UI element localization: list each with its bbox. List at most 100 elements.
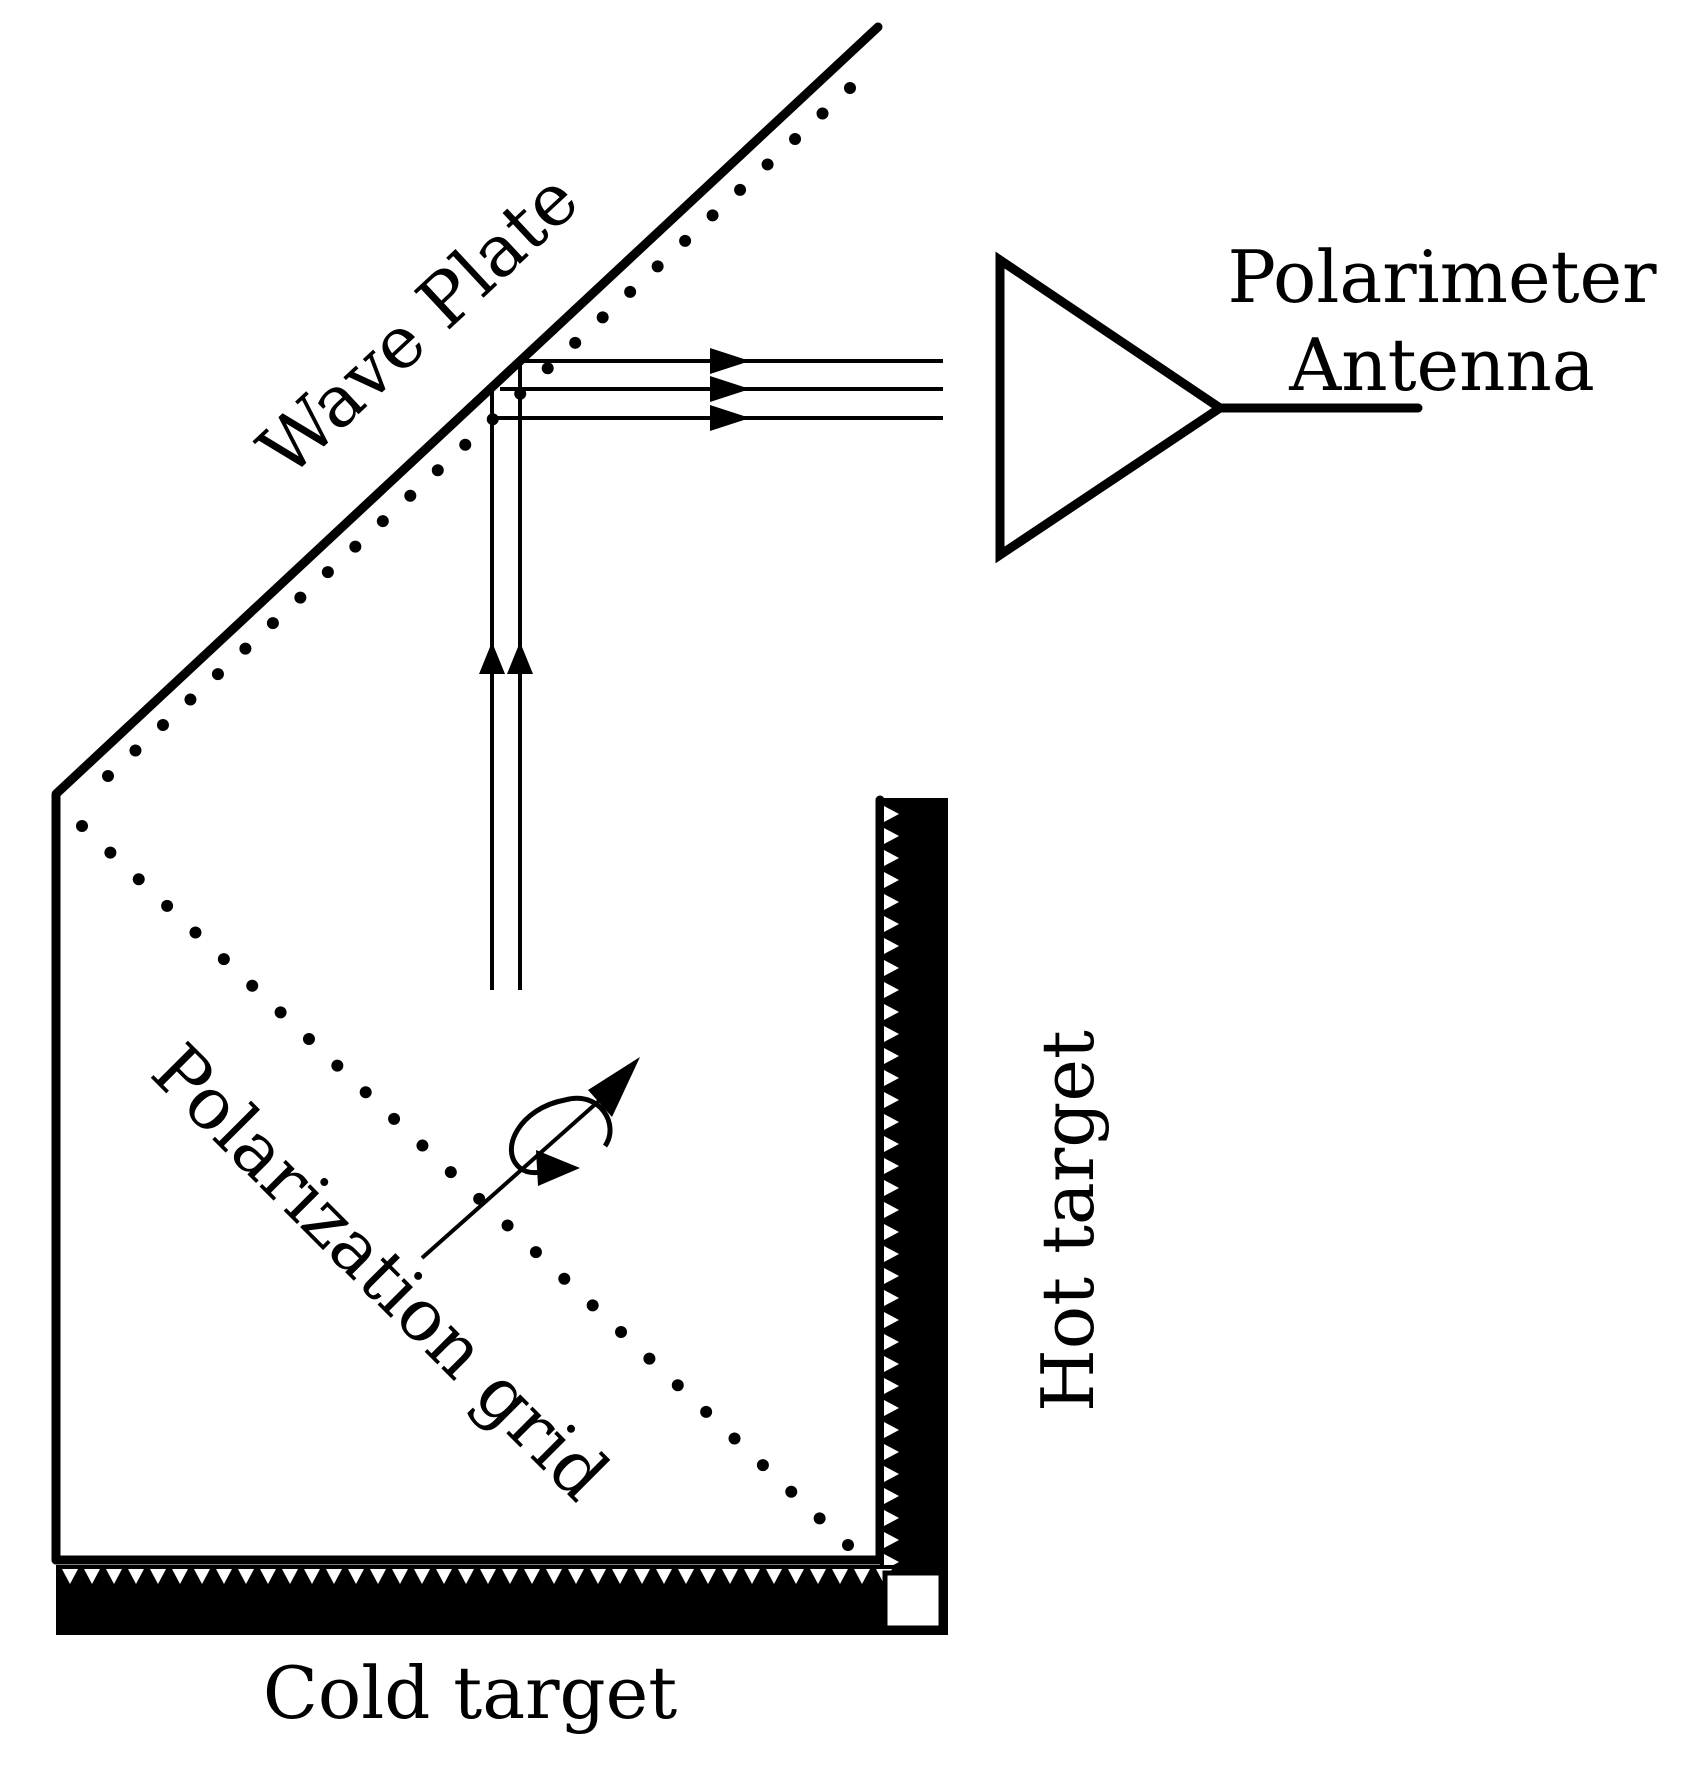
- hot-target-tooth: [884, 1136, 899, 1152]
- grid-dot: [586, 1299, 599, 1312]
- grid-dot: [274, 1006, 287, 1019]
- hot-target-tooth: [884, 1070, 899, 1086]
- beam-arrowheads: [479, 348, 750, 674]
- hot-target-tooth: [884, 872, 899, 888]
- wave-plate-dot: [156, 719, 169, 732]
- wave-plate-dot: [376, 515, 389, 528]
- cold-target-tooth: [524, 1569, 540, 1584]
- polarization-grid-dots: [76, 820, 854, 1551]
- hot-target-tooth: [884, 1312, 899, 1328]
- hot-target-tooth: [884, 894, 899, 910]
- rotation-arrow-icon: [420, 1057, 640, 1260]
- cold-target-tooth: [546, 1569, 562, 1584]
- cold-target-absorber: [56, 1565, 948, 1635]
- grid-dot: [501, 1219, 514, 1232]
- grid-dot: [558, 1272, 571, 1285]
- wave-plate-dot: [844, 82, 856, 94]
- cold-target-tooth: [634, 1569, 650, 1584]
- hot-target-tooth: [884, 1246, 899, 1262]
- arrow-right-icon: [710, 405, 750, 431]
- grid-dot: [132, 873, 145, 886]
- cold-target-tooth: [744, 1569, 760, 1584]
- hot-target-tooth: [884, 1158, 899, 1174]
- hot-target-tooth: [884, 982, 899, 998]
- cold-target-tooth: [656, 1569, 672, 1584]
- cold-target-tooth: [128, 1569, 144, 1584]
- grid-dot: [842, 1539, 854, 1551]
- cold-target-tooth: [84, 1569, 100, 1584]
- antenna-icon: [995, 251, 1423, 564]
- hot-target-tooth: [884, 828, 899, 844]
- hot-target-tooth: [884, 1400, 899, 1416]
- grid-dot: [359, 1086, 372, 1099]
- hot-target-tooth: [884, 1224, 899, 1240]
- cold-target-tooth: [238, 1569, 254, 1584]
- cold-target-tooth: [590, 1569, 606, 1584]
- beam-paths: [490, 359, 943, 990]
- cold-target-tooth: [502, 1569, 518, 1584]
- wave-plate-dot: [211, 668, 224, 681]
- grid-dot: [217, 953, 230, 966]
- arrow-up-icon: [507, 642, 533, 674]
- wave-plate-dot: [541, 362, 554, 375]
- hot-target-absorber: [880, 798, 948, 1573]
- wave-plate-dot: [459, 438, 472, 451]
- cold-target-tooth: [304, 1569, 320, 1584]
- cold-target-tooth: [62, 1569, 78, 1584]
- grid-dot: [388, 1112, 401, 1125]
- hot-target-tooth: [884, 1290, 899, 1306]
- grid-dot: [785, 1485, 798, 1498]
- cold-target-tooth: [722, 1569, 738, 1584]
- grid-dot: [473, 1192, 486, 1205]
- hot-target-tooth: [884, 1268, 899, 1284]
- wave-plate-dot: [349, 540, 362, 553]
- wave-plate-dot: [789, 132, 802, 145]
- grid-dot: [529, 1246, 542, 1259]
- hot-target-tooth: [884, 1048, 899, 1064]
- hot-target-tooth: [884, 1444, 899, 1460]
- cold-target-tooth: [700, 1569, 716, 1584]
- wave-plate-dot: [596, 311, 609, 324]
- hot-target-tooth: [884, 1510, 899, 1526]
- grid-dot: [246, 979, 259, 992]
- cold-target-tooth: [832, 1569, 848, 1584]
- wave-plate-dot: [404, 489, 417, 502]
- cold-target-tooth: [216, 1569, 232, 1584]
- hot-target-tooth: [884, 1356, 899, 1372]
- cold-target-tooth: [436, 1569, 452, 1584]
- cold-target-tooth: [612, 1569, 628, 1584]
- grid-dot: [728, 1432, 741, 1445]
- wave-plate-dot: [184, 693, 197, 706]
- hot-target-tooth: [884, 960, 899, 976]
- grid-dot: [813, 1512, 826, 1525]
- grid-dot: [104, 846, 117, 859]
- hot-target-tooth: [884, 1092, 899, 1108]
- hot-target-tooth: [884, 1026, 899, 1042]
- hot-target-tooth: [884, 1202, 899, 1218]
- wave-plate-dot: [679, 234, 692, 247]
- wave-plate-dot: [321, 566, 334, 579]
- cold-target-tooth: [788, 1569, 804, 1584]
- wave-plate-line: [51, 22, 883, 799]
- wave-plate-dot: [761, 158, 774, 171]
- wave-plate-dot: [706, 209, 719, 222]
- cold-target-tooth: [326, 1569, 342, 1584]
- hot-target-tooth: [884, 1378, 899, 1394]
- cold-target-tooth: [370, 1569, 386, 1584]
- wave-plate-dot: [569, 336, 582, 349]
- wave-plate-dot: [266, 617, 279, 630]
- hot-target-tooth: [884, 1114, 899, 1130]
- wave-plate-dot: [734, 183, 747, 196]
- grid-dot: [671, 1379, 684, 1392]
- hot-target-tooth: [884, 1180, 899, 1196]
- hot-target-tooth: [884, 806, 899, 822]
- wave-plate-dot: [431, 464, 444, 477]
- hot-target-tooth: [884, 916, 899, 932]
- antenna-label: Antenna: [1288, 323, 1595, 407]
- hot-target-tooth: [884, 1488, 899, 1504]
- hot-target-tooth: [884, 1334, 899, 1350]
- cold-target-tooth: [282, 1569, 298, 1584]
- cold-target-tooth: [568, 1569, 584, 1584]
- cold-target-tooth: [260, 1569, 276, 1584]
